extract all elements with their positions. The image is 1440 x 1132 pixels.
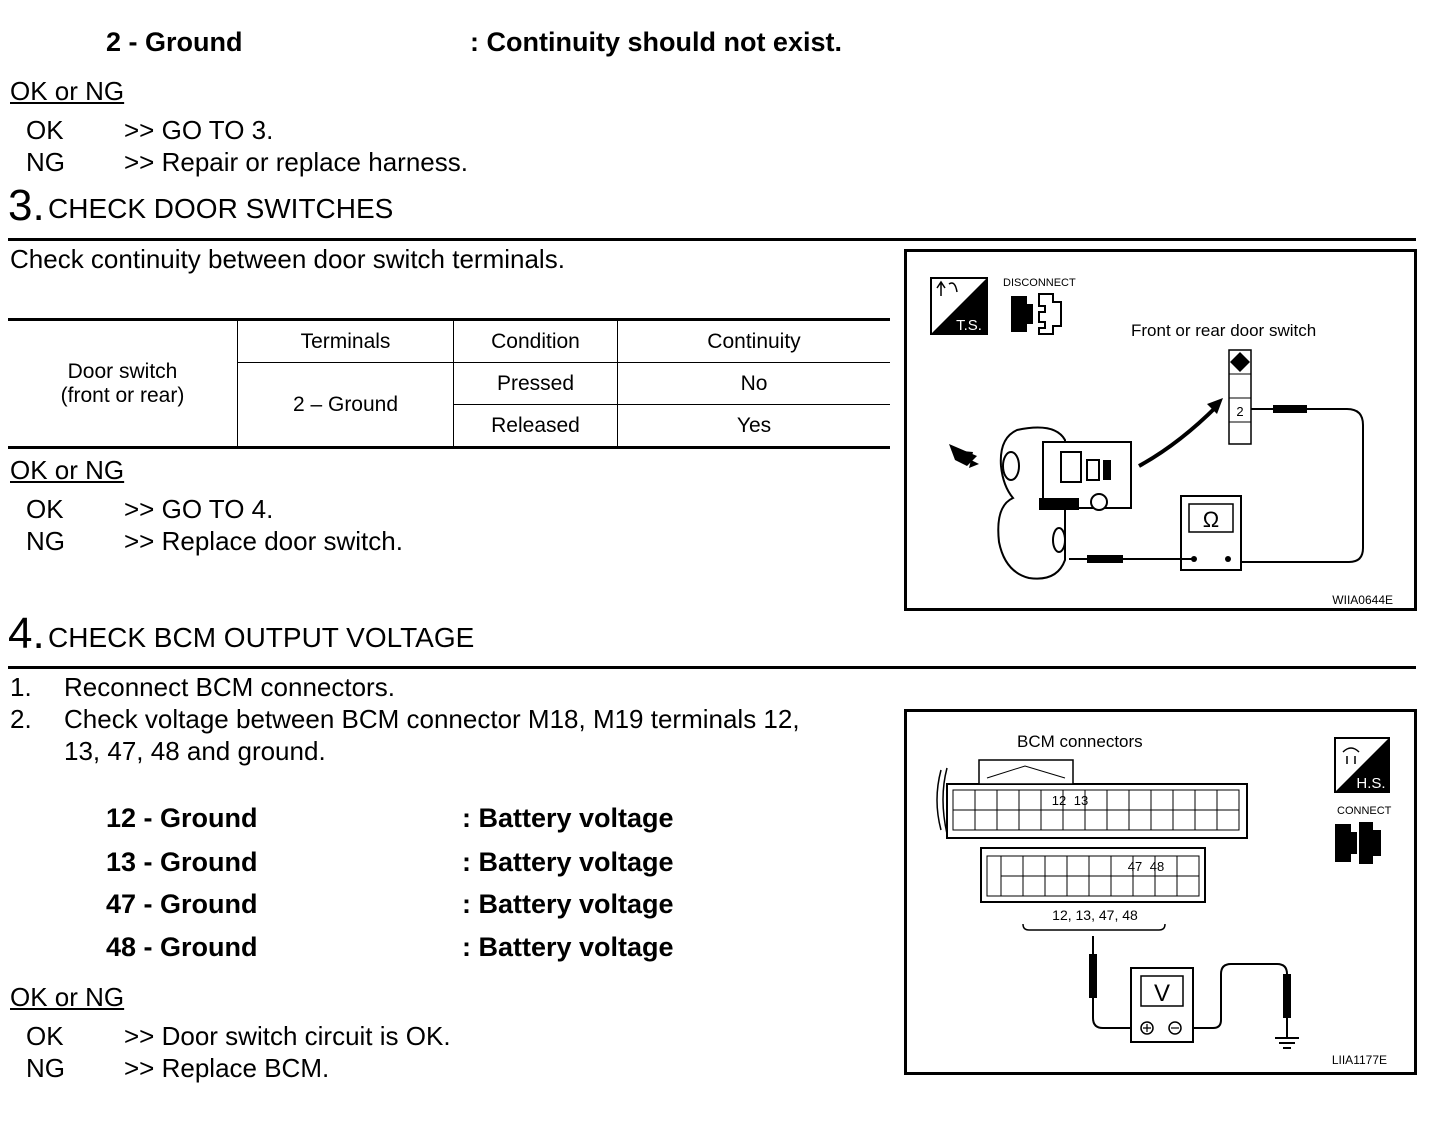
svg-text:CONNECT: CONNECT <box>1337 805 1392 817</box>
bcm-figure-title: BCM connectors <box>1017 732 1143 751</box>
ng-label: NG <box>26 147 65 177</box>
ok-label: OK <box>26 1021 64 1051</box>
header-condition: Condition <box>453 319 618 363</box>
connect-icon: CONNECT <box>1335 805 1392 864</box>
bcm-figure: BCM connectors H.S. CONNECT 12 13 <box>904 709 1417 1075</box>
measurement-terminal: 47 - Ground <box>106 889 258 919</box>
ng-action: >> Replace door switch. <box>124 526 403 556</box>
cell-continuity-no: No <box>617 362 890 405</box>
measurement-value: : Battery voltage <box>462 847 674 877</box>
list-item-text: Reconnect BCM connectors. <box>64 672 395 702</box>
pin-label: 12 <box>1052 793 1066 808</box>
ok-action: >> GO TO 3. <box>124 115 274 145</box>
figure-caption: Front or rear door switch <box>1131 321 1316 340</box>
bcm-connector-bottom: 47 48 <box>980 847 1206 903</box>
ok-action: >> Door switch circuit is OK. <box>124 1021 451 1051</box>
pin-label: 48 <box>1150 859 1164 874</box>
cell-terminals: 2 – Ground <box>237 362 454 448</box>
step3-number: 3. <box>8 181 45 230</box>
step3-title: CHECK DOOR SWITCHES <box>48 193 394 224</box>
step3-rule <box>8 238 1416 241</box>
ts-label: T.S. <box>956 317 982 334</box>
callout-arrow <box>1138 404 1219 468</box>
list-item-number: 2. <box>10 704 32 734</box>
measurement-value: : Battery voltage <box>462 803 674 833</box>
cell-condition-pressed: Pressed <box>453 362 618 405</box>
ng-label: NG <box>26 1053 65 1083</box>
voltmeter: V <box>1130 967 1194 1043</box>
door-switch-drawing <box>997 426 1132 580</box>
ok-ng-heading: OK or NG <box>10 455 125 485</box>
header-continuity: Continuity <box>617 319 890 363</box>
figure-code: LIIA1177E <box>1332 1053 1387 1067</box>
ok-label: OK <box>26 115 64 145</box>
terminal-bracket <box>1022 923 1166 931</box>
step4-rule <box>8 666 1416 669</box>
ng-action: >> Repair or replace harness. <box>124 147 468 177</box>
cell-condition-released: Released <box>453 404 618 448</box>
table-row-label: Door switch (front or rear) <box>8 319 238 448</box>
measurement-value: : Battery voltage <box>462 889 674 919</box>
ok-ng-heading: OK or NG <box>10 76 125 106</box>
step3-instruction: Check continuity between door switch ter… <box>10 244 565 274</box>
door-switch-table: Door switch (front or rear) Terminals Co… <box>8 318 890 449</box>
bcm-connector-top: 12 13 <box>936 759 1248 839</box>
step4-number: 4. <box>8 609 45 658</box>
pin-label: 47 <box>1128 859 1142 874</box>
step4-title: CHECK BCM OUTPUT VOLTAGE <box>48 622 475 653</box>
connector-cavity <box>1216 809 1240 831</box>
ok-action: >> GO TO 4. <box>124 494 274 524</box>
cell-continuity-yes: Yes <box>736 413 772 437</box>
measurement-value: : Battery voltage <box>462 932 674 962</box>
svg-text:DISCONNECT: DISCONNECT <box>1003 277 1076 289</box>
list-item-text-cont: 13, 47, 48 and ground. <box>64 736 326 766</box>
svg-text:V: V <box>1154 980 1170 1007</box>
ng-action: >> Replace BCM. <box>124 1053 330 1083</box>
hs-icon: H.S. <box>1334 737 1390 793</box>
list-item-number: 1. <box>10 672 32 702</box>
probe-right <box>1283 974 1291 1018</box>
header-terminals: Terminals <box>237 319 454 363</box>
connector-cavity <box>1176 875 1200 897</box>
step2-result: : Continuity should not exist. <box>470 27 842 57</box>
hs-label: H.S. <box>1356 775 1385 792</box>
ts-icon: T.S. <box>930 277 988 335</box>
probe-left <box>1089 954 1097 998</box>
disconnect-icon: DISCONNECT <box>1003 277 1076 335</box>
door-switch-figure: T.S. DISCONNECT Front or rear door switc… <box>904 249 1417 611</box>
svg-text:Ω: Ω <box>1203 507 1219 532</box>
list-item-text: Check voltage between BCM connector M18,… <box>64 704 800 734</box>
pin-label: 13 <box>1074 793 1088 808</box>
switch-connector: 2 <box>1228 349 1252 445</box>
measurement-terminal: 13 - Ground <box>106 847 258 877</box>
step2-terminal: 2 - Ground <box>106 27 243 57</box>
ok-label: OK <box>26 494 64 524</box>
measurement-terminal: 48 - Ground <box>106 932 258 962</box>
ok-ng-heading: OK or NG <box>10 982 125 1012</box>
probe-wire-right <box>1219 408 1364 563</box>
figure-code: WIIA0644E <box>1332 593 1393 607</box>
ohmmeter: Ω <box>1180 495 1242 571</box>
bracket-label: 12, 13, 47, 48 <box>1052 907 1138 923</box>
ground-symbol <box>1275 1037 1299 1049</box>
ng-label: NG <box>26 526 65 556</box>
terminal-label: 2 <box>1236 404 1243 419</box>
measurement-terminal: 12 - Ground <box>106 803 258 833</box>
